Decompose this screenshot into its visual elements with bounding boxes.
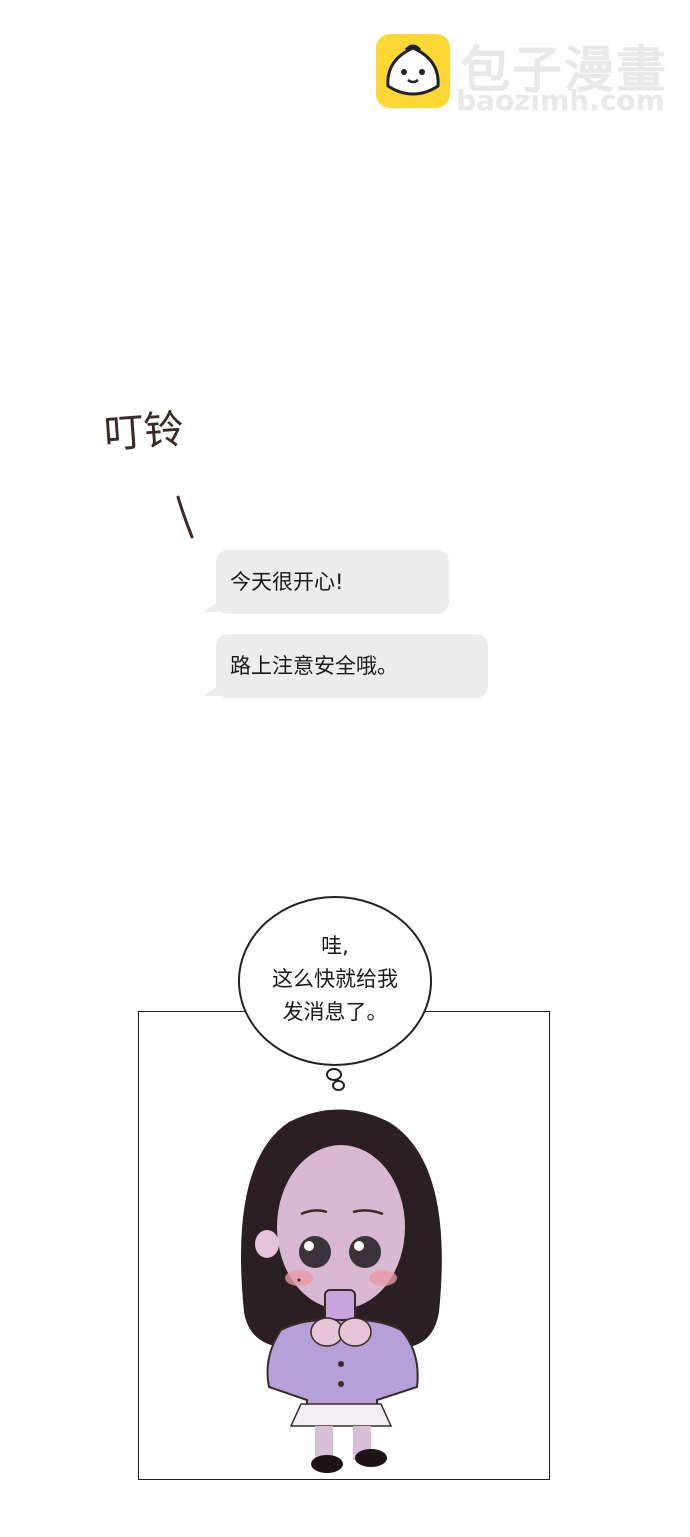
watermark-logo (376, 34, 450, 108)
thought-bubble: 哇, 这么快就给我 发消息了。 (238, 896, 432, 1066)
thought-dot (332, 1080, 345, 1091)
thought-text: 哇, 这么快就给我 发消息了。 (240, 930, 430, 1029)
watermark-name: 包子漫畫 (460, 41, 668, 99)
girl-with-phone-illustration (241, 1109, 442, 1473)
thought-dot (326, 1068, 342, 1081)
bun-mascot-icon (386, 44, 440, 96)
message-bubble: 今天很开心! (216, 550, 449, 614)
thought-line: 这么快就给我 (272, 967, 398, 991)
comic-panel (138, 1011, 550, 1480)
message-text: 今天很开心! (230, 570, 344, 594)
watermark-url: baozimh.com (456, 84, 665, 117)
thought-line: 发消息了。 (282, 1000, 388, 1024)
sound-effect-text: 叮铃 (102, 407, 185, 458)
thought-line: 哇, (321, 934, 349, 958)
sound-effect: 叮铃 (102, 407, 194, 539)
message-text: 路上注意安全哦。 (230, 654, 398, 678)
message-bubble: 路上注意安全哦。 (216, 634, 488, 698)
